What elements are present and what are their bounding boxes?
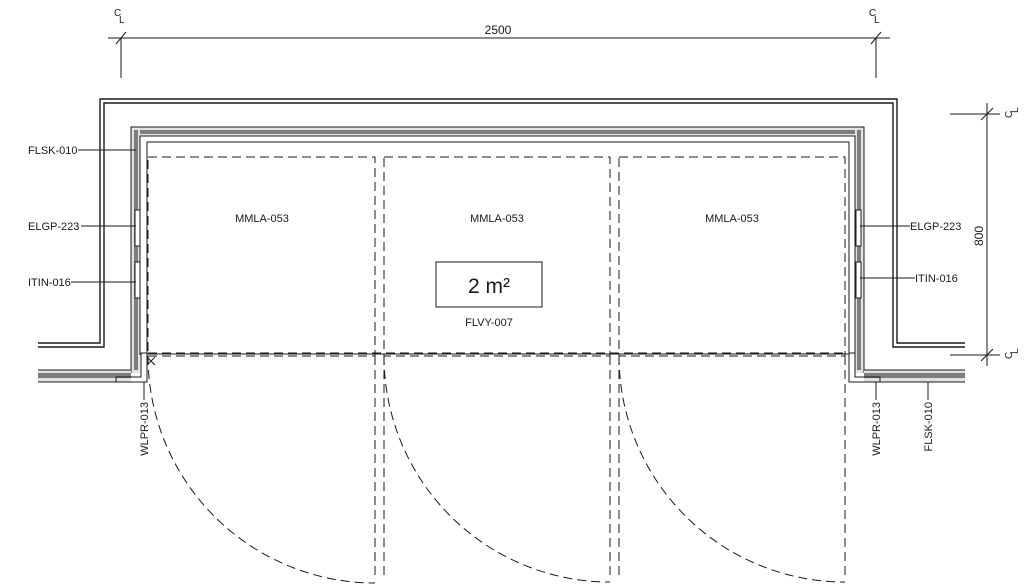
wlpr-profiles (115, 352, 881, 383)
door-swing-2 (383, 355, 611, 583)
module-tag-1: MMLA-053 (235, 213, 289, 225)
elgp-panel-left (134, 209, 141, 247)
width-dimension: 2500 C L C L (108, 8, 890, 78)
width-dimension-label: 2500 (485, 23, 512, 37)
door-swing-1 (147, 355, 376, 584)
dimension-tick-bottom (980, 348, 994, 362)
outer-wall-line-1 (38, 98, 965, 344)
centerline-symbol-top: C L (1004, 107, 1021, 118)
svg-text:C: C (114, 8, 121, 19)
callout-flsk-right: FLSK-010 (923, 402, 935, 452)
callout-flsk-left: FLSK-010 (28, 145, 78, 157)
module-2 (383, 156, 611, 357)
door-swing-3 (618, 355, 846, 583)
svg-text:L: L (874, 15, 880, 26)
callout-wlpr-left: WLPR-013 (139, 402, 151, 456)
depth-dimension-label: 800 (972, 226, 986, 246)
dimension-tick-top (980, 107, 994, 121)
svg-text:C: C (1004, 111, 1015, 118)
itin-panel-right (855, 261, 862, 299)
callout-elgp-right: ELGP-223 (910, 221, 961, 233)
area-tag-box (435, 261, 543, 308)
centerline-symbol-left: C L (114, 8, 125, 26)
module-tag-2: MMLA-053 (470, 213, 524, 225)
area-label: 2 m² (468, 275, 510, 298)
callout-wlpr-right: WLPR-013 (871, 402, 883, 456)
area-tag: 2 m² FLVY-007 (435, 261, 543, 329)
outer-wall-line-2 (38, 102, 965, 348)
wlpr-profile-left (115, 352, 148, 383)
door-swings (147, 355, 846, 584)
inner-wall-lining (130, 126, 865, 373)
left-callouts: FLSK-010 ELGP-223 ITIN-016 WLPR-013 (28, 145, 151, 456)
module-tag-3: MMLA-053 (705, 213, 759, 225)
callout-elgp-left: ELGP-223 (28, 221, 79, 233)
floor-edges (38, 369, 965, 383)
outer-wall (38, 98, 965, 348)
centerline-symbol-bottom: C L (1004, 348, 1021, 359)
svg-text:L: L (119, 15, 125, 26)
room-outline (146, 141, 850, 355)
module-3 (618, 156, 846, 357)
svg-text:L: L (1010, 348, 1021, 354)
svg-text:C: C (1004, 352, 1015, 359)
module-1 (147, 156, 376, 357)
svg-text:C: C (869, 8, 876, 19)
wall-panels (134, 209, 862, 299)
itin-panel-left (134, 261, 141, 299)
depth-dimension: 800 C L C L (950, 103, 1021, 366)
right-callouts: ELGP-223 ITIN-016 WLPR-013 FLSK-010 (860, 221, 961, 456)
wlpr-profile-right (848, 352, 881, 383)
dimension-tick-left (115, 31, 127, 45)
svg-text:L: L (1010, 107, 1021, 113)
callout-itin-left: ITIN-016 (28, 277, 71, 289)
centerline-symbol-right: C L (869, 8, 880, 26)
modules (147, 156, 848, 580)
room-tag: FLVY-007 (465, 317, 513, 329)
callout-itin-right: ITIN-016 (915, 273, 958, 285)
elgp-panel-right (855, 209, 862, 247)
dimension-tick-right (870, 31, 882, 45)
